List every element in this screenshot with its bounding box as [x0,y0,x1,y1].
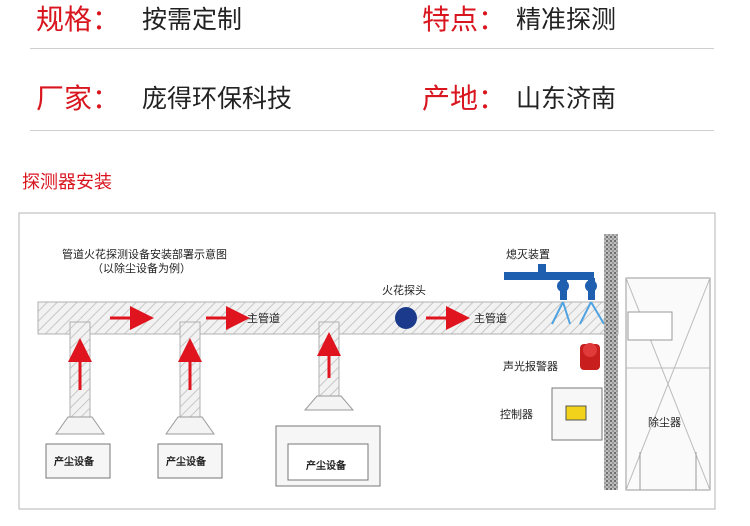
alarm-label: 声光报警器 [503,359,558,373]
spec-row-1: 规格： 按需定制 特点： 精准探测 [30,0,714,40]
dust-source-3: 产尘设备 [275,425,381,487]
spec-value: 按需定制 [142,5,243,34]
extinguisher-label: 熄灭装置 [506,247,550,261]
spec-row-2: 厂家： 庞得环保科技 产地： 山东济南 [30,79,714,119]
main-duct-label: 主管道 [247,311,280,325]
spec-key: 规格： [36,3,121,36]
spec-value: 庞得环保科技 [142,84,293,113]
dust-source-label: 产尘设备 [166,455,207,468]
spec-key: 厂家： [36,82,121,115]
divider [30,48,714,49]
spec-key: 产地： [422,82,507,115]
dust-source-2: 产尘设备 [157,443,223,479]
detector-label: 火花探头 [382,284,426,297]
spec-value: 精准探测 [516,5,617,34]
spec-value: 山东济南 [516,84,617,113]
extinguisher-nozzle-icon [504,264,605,325]
alarm-icon [580,343,600,370]
diagram-subtitle: （以除尘设备为例） [92,261,191,275]
wall [604,234,618,490]
controller-label: 控制器 [500,407,533,421]
divider [30,130,714,131]
dust-collector-icon [625,277,711,491]
controller-icon [551,387,603,441]
diagram-title: 管道火花探测设备安装部署示意图 [62,247,227,261]
spark-detector-icon [395,307,417,329]
section-title: 探测器安装 [22,172,112,193]
dust-source-label: 产尘设备 [54,455,95,468]
dust-source-1: 产尘设备 [45,443,111,479]
main-duct-label: 主管道 [474,311,507,325]
spec-key: 特点： [422,3,507,36]
collector-label: 除尘器 [648,415,681,429]
installation-diagram: 管道火花探测设备安装部署示意图 （以除尘设备为例） 主管道 主管道 火花探头 熄… [18,212,716,510]
dust-source-label: 产尘设备 [306,459,347,472]
flow-arrows-up [68,332,341,390]
